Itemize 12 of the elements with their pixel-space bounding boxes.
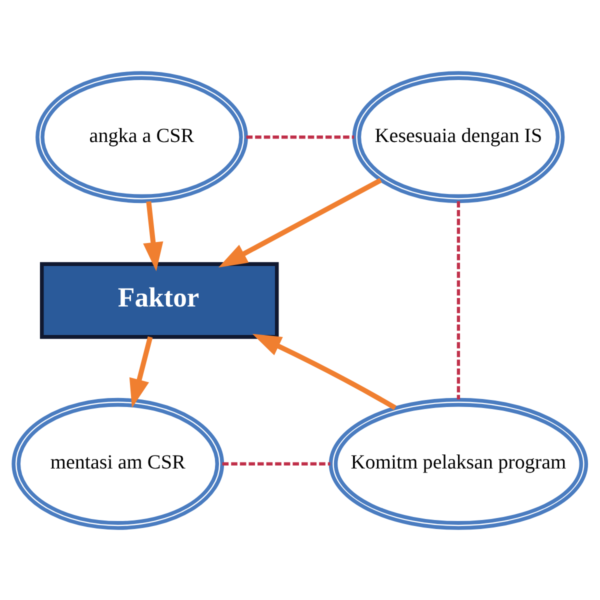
connector xyxy=(246,135,354,138)
node-ellipse: angka a CSR xyxy=(36,70,248,203)
node-ellipse: mentasi am CSR xyxy=(12,397,224,530)
node-box: Faktor xyxy=(40,262,279,338)
arrow xyxy=(143,200,164,271)
arrow xyxy=(218,178,382,267)
node-ellipse: Komitm pelaksan program xyxy=(328,397,588,530)
arrow xyxy=(252,333,396,410)
connector xyxy=(222,462,330,465)
node-ellipse: Kesesuaia dengan IS xyxy=(352,70,565,203)
connector xyxy=(456,200,460,399)
arrow xyxy=(129,336,153,408)
